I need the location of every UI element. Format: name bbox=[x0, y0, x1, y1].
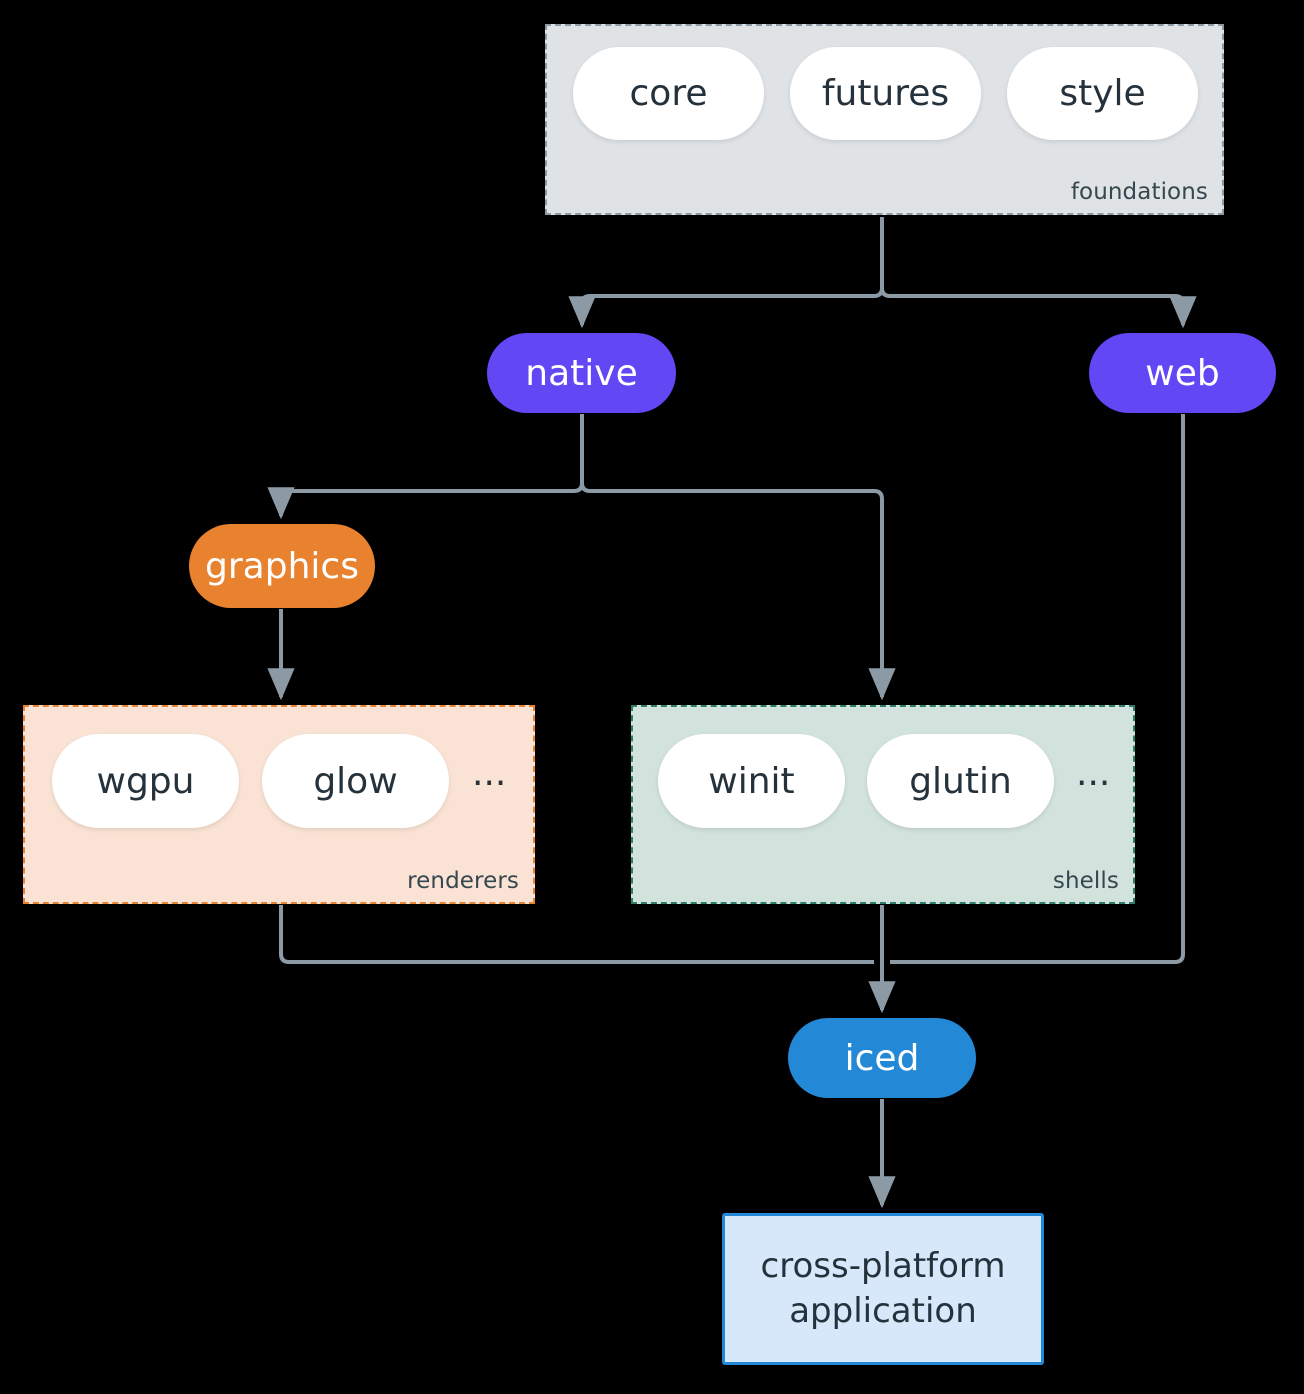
group-label-foundations: foundations bbox=[1070, 179, 1208, 205]
edge-foundations-to-web bbox=[880, 217, 1197, 329]
foundations-items: core futures style bbox=[547, 47, 1222, 140]
chip-core[interactable]: core bbox=[573, 47, 764, 140]
node-iced[interactable]: iced bbox=[788, 1018, 976, 1098]
shells-items: winit glutin ... bbox=[633, 734, 1133, 828]
edge-foundations-to-native bbox=[568, 217, 884, 329]
edge-native-to-graphics bbox=[267, 414, 584, 520]
node-cross-platform-application[interactable]: cross-platform application bbox=[722, 1213, 1044, 1365]
group-shells: winit glutin ... shells bbox=[631, 705, 1135, 904]
chip-style[interactable]: style bbox=[1007, 47, 1198, 140]
group-label-renderers: renderers bbox=[407, 868, 519, 894]
node-native[interactable]: native bbox=[487, 333, 676, 413]
node-web[interactable]: web bbox=[1089, 333, 1276, 413]
renderers-overflow-ellipsis: ... bbox=[472, 753, 507, 794]
edge-renderers-to-iced bbox=[279, 905, 874, 964]
renderers-items: wgpu glow ... bbox=[25, 734, 533, 828]
application-line-2: application bbox=[789, 1291, 977, 1331]
edge-native-to-shells bbox=[580, 414, 896, 701]
group-foundations: core futures style foundations bbox=[545, 24, 1224, 215]
chip-glutin[interactable]: glutin bbox=[867, 734, 1054, 828]
chip-futures[interactable]: futures bbox=[790, 47, 981, 140]
chip-wgpu[interactable]: wgpu bbox=[52, 734, 239, 828]
application-line-1: cross-platform bbox=[760, 1246, 1006, 1287]
node-graphics[interactable]: graphics bbox=[189, 524, 375, 608]
group-label-shells: shells bbox=[1052, 868, 1119, 894]
chip-winit[interactable]: winit bbox=[658, 734, 845, 828]
chip-glow[interactable]: glow bbox=[262, 734, 449, 828]
group-renderers: wgpu glow ... renderers bbox=[23, 705, 535, 904]
shells-overflow-ellipsis: ... bbox=[1076, 753, 1111, 794]
